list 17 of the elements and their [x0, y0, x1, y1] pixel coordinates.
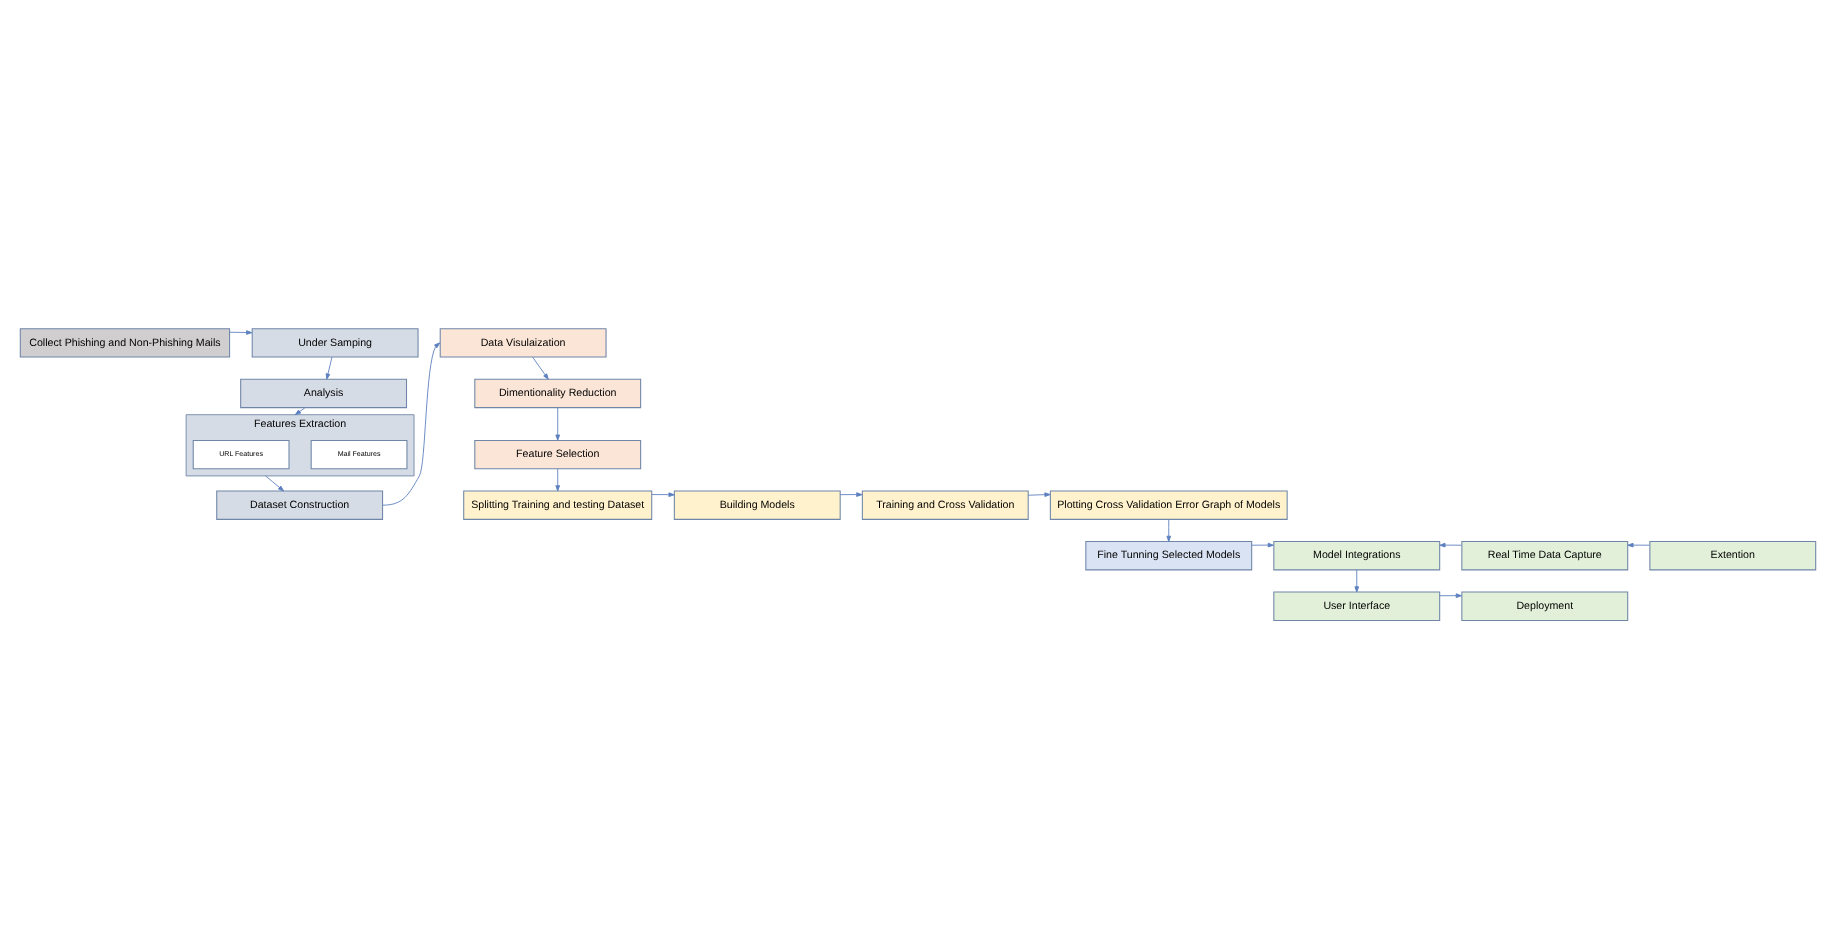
arrow: [229, 330, 253, 335]
arrow: [265, 475, 285, 492]
arrow: [1354, 569, 1360, 593]
arrow: [1166, 518, 1172, 542]
arrow: [532, 356, 549, 380]
arrow: [1439, 593, 1462, 598]
arrow: [555, 468, 561, 492]
arrow: [555, 407, 561, 441]
arrow: [1439, 542, 1462, 548]
arrow: [651, 492, 675, 497]
arrow: [382, 342, 441, 506]
arrow: [839, 492, 863, 497]
arrow: [294, 407, 306, 416]
arrow: [1251, 542, 1274, 548]
arrow: [325, 356, 333, 380]
arrow: [1627, 542, 1650, 548]
arrow: [1027, 492, 1051, 497]
